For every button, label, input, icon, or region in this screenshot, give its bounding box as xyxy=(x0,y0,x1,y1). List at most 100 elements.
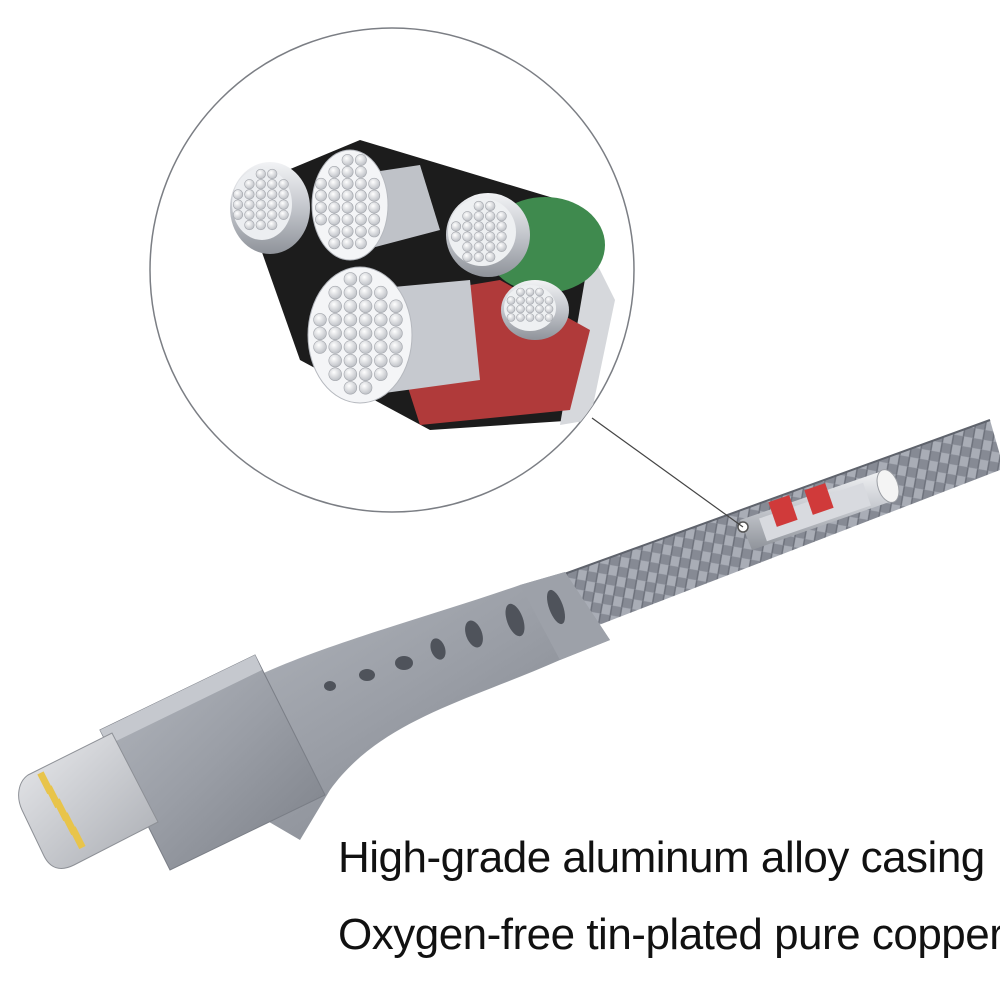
strand xyxy=(328,326,342,341)
strand xyxy=(525,287,535,297)
strand xyxy=(315,177,327,190)
strand xyxy=(343,326,358,341)
strand xyxy=(255,189,266,200)
strand xyxy=(516,296,525,305)
strand xyxy=(516,287,525,297)
cable-cross-section-magnifier xyxy=(149,27,635,513)
strand xyxy=(343,272,358,286)
strand xyxy=(267,189,278,200)
strand xyxy=(313,326,327,341)
strand xyxy=(450,231,462,242)
strand xyxy=(544,296,554,305)
strand xyxy=(358,313,373,327)
strand xyxy=(341,154,354,166)
strand xyxy=(328,213,341,226)
strand xyxy=(374,367,388,381)
strand xyxy=(473,211,484,222)
strand xyxy=(244,189,255,200)
strand xyxy=(462,211,473,222)
strand xyxy=(368,177,381,190)
strand xyxy=(278,209,289,220)
callout-line xyxy=(591,417,744,528)
strand xyxy=(485,211,496,222)
strand xyxy=(358,285,373,300)
aluminum-shell xyxy=(99,654,326,871)
strand xyxy=(343,353,358,368)
strand xyxy=(354,225,367,238)
strand xyxy=(267,168,278,180)
grip-slots xyxy=(324,589,566,691)
strand xyxy=(368,201,381,214)
strand xyxy=(374,340,388,354)
strand xyxy=(462,251,473,263)
strand xyxy=(267,199,278,210)
strand xyxy=(232,209,244,220)
strand xyxy=(516,313,525,322)
strand xyxy=(389,313,403,327)
strand xyxy=(535,296,544,305)
strand xyxy=(374,285,388,300)
strand xyxy=(462,231,473,242)
strand xyxy=(244,209,255,220)
strand xyxy=(244,199,255,210)
strand xyxy=(496,241,507,252)
strand xyxy=(328,353,342,368)
strand xyxy=(232,189,244,200)
strand xyxy=(255,209,266,220)
strand xyxy=(315,189,327,202)
strand xyxy=(255,199,266,210)
strand xyxy=(358,326,373,341)
strand xyxy=(496,211,507,222)
strand xyxy=(473,241,484,252)
contact-pins xyxy=(37,771,86,850)
strand xyxy=(368,189,381,202)
strand xyxy=(450,221,462,232)
strand xyxy=(368,225,381,238)
strand xyxy=(485,200,496,212)
strand xyxy=(328,201,341,214)
strand xyxy=(341,213,354,226)
strand xyxy=(328,225,341,238)
strand xyxy=(341,225,354,238)
strand xyxy=(462,221,473,232)
strand xyxy=(244,179,255,190)
strand xyxy=(358,340,373,354)
strand xyxy=(328,177,341,190)
strand xyxy=(525,296,535,305)
strand xyxy=(232,199,244,210)
strand xyxy=(313,313,327,327)
strand xyxy=(315,201,327,214)
lightning-connector xyxy=(18,732,159,869)
strand xyxy=(368,213,381,226)
strand xyxy=(267,209,278,220)
strand xyxy=(358,299,373,313)
strand xyxy=(343,381,358,395)
strand xyxy=(354,177,367,190)
strand xyxy=(341,237,354,250)
strand xyxy=(354,237,367,250)
strand xyxy=(341,165,354,178)
strand xyxy=(535,304,544,314)
caption-copper-conductor: Oxygen-free tin-plated pure copper xyxy=(338,910,1000,959)
strand xyxy=(374,313,388,327)
strand xyxy=(358,381,373,395)
strand xyxy=(328,237,341,250)
strand xyxy=(267,179,278,190)
strand xyxy=(358,272,373,286)
strand xyxy=(516,304,525,314)
strand xyxy=(328,189,341,202)
strand xyxy=(244,219,255,231)
strand xyxy=(341,177,354,190)
strand xyxy=(354,189,367,202)
strand xyxy=(255,219,266,231)
strand xyxy=(389,299,403,313)
strand xyxy=(328,285,342,300)
strand xyxy=(496,221,507,232)
strand xyxy=(354,213,367,226)
strand xyxy=(358,367,373,381)
exposed-wire-section xyxy=(737,469,900,550)
strand xyxy=(374,326,388,341)
strand xyxy=(544,304,554,314)
strand xyxy=(255,168,266,180)
